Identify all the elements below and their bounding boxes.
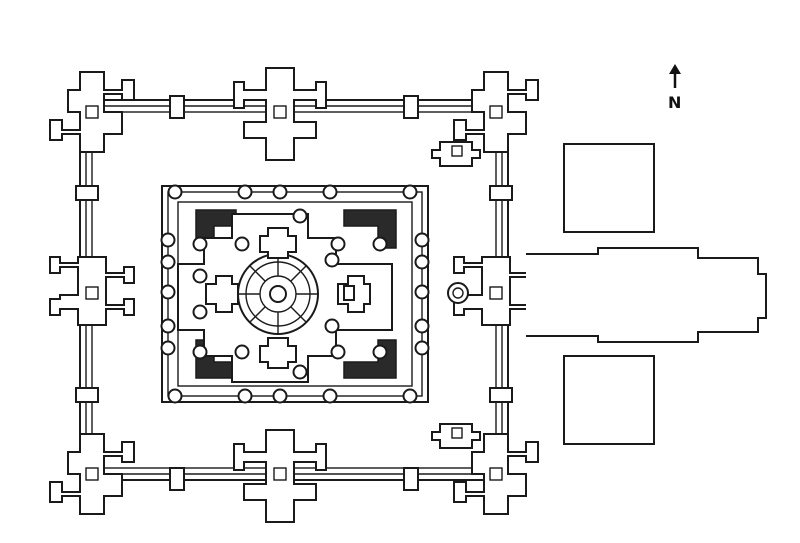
east-causeway bbox=[526, 143, 767, 445]
pillar bbox=[160, 254, 176, 270]
pillar bbox=[192, 304, 208, 320]
pillar bbox=[414, 340, 430, 356]
north-arrow-icon: N bbox=[668, 64, 681, 112]
pillar bbox=[272, 184, 288, 200]
pillar bbox=[330, 344, 346, 360]
small-shrines bbox=[431, 141, 481, 449]
pillar bbox=[322, 388, 338, 404]
pillar bbox=[167, 388, 183, 404]
pillar bbox=[324, 318, 340, 334]
pillar bbox=[192, 344, 208, 360]
pillar bbox=[414, 232, 430, 248]
pillar bbox=[292, 208, 308, 224]
pillar bbox=[160, 318, 176, 334]
tower-se bbox=[453, 433, 539, 515]
pillar bbox=[272, 388, 288, 404]
outer-wall-pavilions bbox=[75, 95, 513, 491]
pillar bbox=[160, 340, 176, 356]
pillar bbox=[192, 268, 208, 284]
tower-s-center bbox=[233, 429, 327, 523]
pillar bbox=[160, 284, 176, 300]
pillar bbox=[322, 184, 338, 200]
pillars bbox=[160, 184, 430, 404]
tower-ne bbox=[453, 71, 539, 153]
outer-towers bbox=[49, 67, 539, 523]
pillar bbox=[234, 344, 250, 360]
pillar bbox=[237, 388, 253, 404]
tower-n-center bbox=[233, 67, 327, 161]
pillar bbox=[402, 388, 418, 404]
pillar bbox=[414, 284, 430, 300]
pillar bbox=[167, 184, 183, 200]
pillar bbox=[324, 252, 340, 268]
tower-w-center bbox=[49, 256, 135, 326]
tower-sw bbox=[49, 433, 135, 515]
pillar bbox=[234, 236, 250, 252]
pillar bbox=[330, 236, 346, 252]
pillar bbox=[372, 344, 388, 360]
pillar bbox=[192, 236, 208, 252]
central-sanctuary bbox=[177, 213, 393, 383]
pillar bbox=[414, 254, 430, 270]
pillar bbox=[237, 184, 253, 200]
pillar bbox=[402, 184, 418, 200]
pillar bbox=[292, 364, 308, 380]
tower-nw bbox=[49, 71, 135, 153]
pillar bbox=[372, 236, 388, 252]
pillar bbox=[160, 232, 176, 248]
north-label: N bbox=[668, 93, 681, 112]
pillar bbox=[414, 318, 430, 334]
